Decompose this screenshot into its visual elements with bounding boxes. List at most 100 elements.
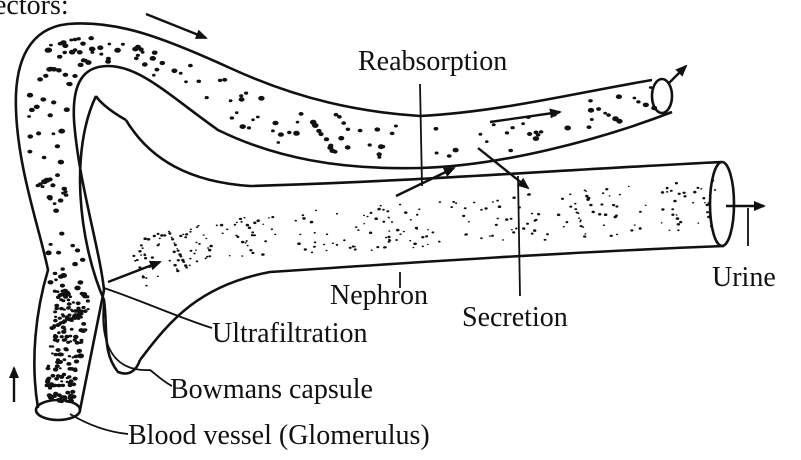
particle-dot	[81, 294, 84, 297]
particle-dot	[56, 348, 61, 352]
particle-dot	[197, 225, 199, 227]
particle-dot	[427, 244, 429, 245]
particle-dot	[580, 225, 583, 227]
particle-dot	[63, 358, 67, 361]
particle-dot	[666, 191, 668, 193]
reabsorption-leader	[420, 84, 422, 186]
particle-dot	[264, 240, 267, 242]
particle-dot	[485, 207, 488, 209]
particle-dot	[51, 67, 57, 72]
particle-dot	[180, 255, 183, 257]
particle-dot	[40, 97, 46, 101]
particle-dot	[479, 133, 483, 136]
particle-dot	[630, 229, 633, 231]
particle-dot	[44, 178, 51, 183]
particle-dot	[203, 234, 205, 235]
particle-dot	[62, 51, 66, 54]
particle-dot	[495, 224, 498, 226]
particle-dot	[585, 195, 588, 198]
particle-dot	[169, 260, 171, 262]
particle-dot	[382, 221, 385, 223]
label-nephron: Nephron	[330, 280, 428, 311]
particle-dot	[144, 254, 147, 256]
particle-dot	[239, 94, 243, 97]
header-cut-text: ectors:	[0, 0, 69, 21]
particle-dot	[388, 217, 390, 218]
particle-dot	[377, 156, 381, 159]
particle-dot	[645, 104, 649, 107]
particle-dot	[386, 210, 389, 212]
particle-dot	[241, 241, 245, 244]
particle-dot	[77, 317, 81, 320]
particle-dot	[163, 234, 166, 236]
particle-dot	[239, 97, 245, 101]
particle-dot	[69, 397, 73, 400]
particle-dot	[82, 329, 86, 332]
particle-dot	[244, 92, 248, 95]
particle-dot	[537, 213, 540, 215]
particle-dot	[416, 214, 419, 216]
particle-dot	[588, 108, 594, 113]
label-blood-vessel: Blood vessel (Glomerulus)	[128, 420, 430, 451]
particle-dot	[80, 339, 84, 342]
particle-dot	[357, 229, 359, 231]
particle-dot	[485, 140, 489, 143]
particle-dot	[195, 249, 197, 250]
particle-dot	[47, 365, 51, 368]
particle-dot	[80, 42, 86, 46]
particle-dot	[157, 276, 159, 278]
particle-dot	[60, 284, 65, 288]
particle-dot	[399, 233, 401, 235]
particle-dot	[248, 227, 251, 230]
particle-dot	[198, 243, 201, 245]
particle-dot	[241, 255, 243, 257]
particle-dot	[671, 214, 674, 216]
particle-dot	[615, 205, 618, 207]
particle-dot	[43, 74, 48, 78]
particle-dot	[185, 267, 188, 269]
particle-dot	[63, 347, 68, 351]
bowmans-capsule-leader	[103, 300, 172, 386]
particle-dot	[480, 209, 483, 211]
particle-dot	[271, 228, 273, 230]
particle-dot	[649, 86, 653, 89]
particle-dot	[587, 125, 592, 129]
particle-dot	[67, 375, 71, 378]
particle-dot	[171, 238, 174, 240]
particle-dot	[62, 338, 67, 341]
particle-dot	[62, 44, 68, 49]
particle-dot	[462, 215, 465, 217]
particle-dot	[536, 133, 541, 137]
particle-dot	[145, 285, 147, 287]
particle-dot	[676, 214, 678, 215]
particle-dot	[574, 203, 576, 205]
particle-dot	[240, 221, 243, 223]
particle-dot	[633, 97, 637, 100]
flow-arrow-top	[146, 14, 206, 38]
particle-dot	[153, 266, 155, 268]
particle-dot	[88, 36, 94, 40]
particle-dot	[380, 205, 382, 207]
particle-dot	[272, 121, 278, 126]
particle-dot	[132, 255, 135, 257]
particle-dot	[97, 45, 103, 50]
label-ultrafiltration: Ultrafiltration	[212, 318, 368, 349]
particle-dot	[205, 96, 209, 99]
particle-dot	[209, 245, 213, 248]
particle-dot	[661, 191, 664, 194]
secretion-arrow	[478, 148, 528, 188]
particle-dot	[395, 239, 398, 241]
particle-dot	[670, 190, 673, 192]
filtrate-particles	[132, 179, 716, 286]
particle-dot	[502, 239, 504, 240]
particle-dot	[338, 136, 344, 141]
particle-dot	[142, 62, 148, 66]
particle-dot	[468, 221, 470, 223]
particle-dot	[77, 349, 82, 353]
particle-dot	[240, 124, 246, 129]
ultrafiltration-leader	[104, 288, 212, 328]
particle-dot	[87, 308, 90, 310]
particle-dot	[661, 208, 664, 210]
particle-dot	[491, 235, 494, 237]
